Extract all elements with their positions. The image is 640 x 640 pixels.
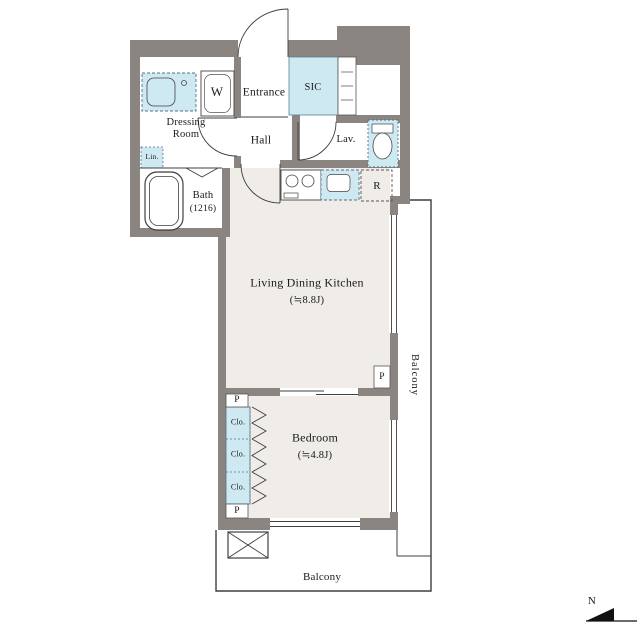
closet-label-2: Clo.: [230, 449, 246, 459]
walls: [130, 26, 410, 530]
pipe-space-label-top: P: [234, 394, 240, 405]
room-label-bedroom: Bedroom: [291, 430, 339, 445]
room-label-sic: SIC: [304, 82, 322, 94]
ldk-door: [240, 163, 281, 204]
closet-label-3: Clo.: [230, 482, 246, 492]
doors: [185, 8, 358, 395]
entrance-door: [237, 8, 289, 58]
dressing-door: [197, 117, 238, 157]
service-box: [227, 531, 269, 559]
north-arrow-icon: [586, 608, 637, 622]
shoe-shelf: [337, 56, 357, 116]
room-floors: [226, 168, 390, 518]
bedroom-sliding-door: [280, 390, 358, 395]
balcony-outline: [215, 199, 432, 592]
linen-label: Lin.: [145, 151, 159, 161]
room-label-hall: Hall: [250, 134, 272, 147]
kitchen-sink: [320, 169, 360, 201]
bedroom-floor: [226, 396, 390, 518]
north-label: N: [587, 594, 597, 607]
room-label-lavatory: Lav.: [336, 134, 356, 146]
pipe-space-boxes: [225, 365, 391, 519]
sic-room: [288, 56, 339, 116]
room-label-bath-size: (1216): [189, 203, 217, 214]
room-label-ldk-size: (≒8.8J): [289, 295, 325, 307]
ldk-floor: [226, 168, 390, 388]
bath-folding-door: [185, 167, 219, 178]
refrigerator-space: [360, 169, 393, 202]
windows: [270, 215, 399, 530]
lavatory-door: [297, 121, 337, 161]
closet-label-1: Clo.: [230, 417, 246, 427]
room-label-dressing-line2: Room: [172, 129, 200, 141]
washer-label: W: [210, 83, 224, 99]
balcony-label-side: Balcony: [408, 354, 420, 396]
refrigerator-label: R: [373, 179, 381, 192]
pipe-space-label-bottom: P: [234, 505, 240, 516]
vanity: [141, 72, 197, 112]
room-label-bedroom-size: (≒4.8J): [297, 450, 333, 462]
toilet: [367, 119, 399, 168]
room-label-ldk: Living Dining Kitchen: [250, 275, 364, 290]
washing-machine: [200, 70, 235, 117]
room-label-bath: Bath: [192, 190, 214, 202]
stove: [280, 169, 322, 201]
balcony-label-bottom: Balcony: [302, 570, 342, 583]
closet-folding-doors: [251, 406, 267, 505]
pipe-space-label-ldk: P: [379, 371, 385, 382]
room-label-entrance: Entrance: [242, 86, 286, 99]
room-label-dressing-line1: Dressing: [166, 117, 206, 129]
bathtub: [140, 167, 222, 231]
